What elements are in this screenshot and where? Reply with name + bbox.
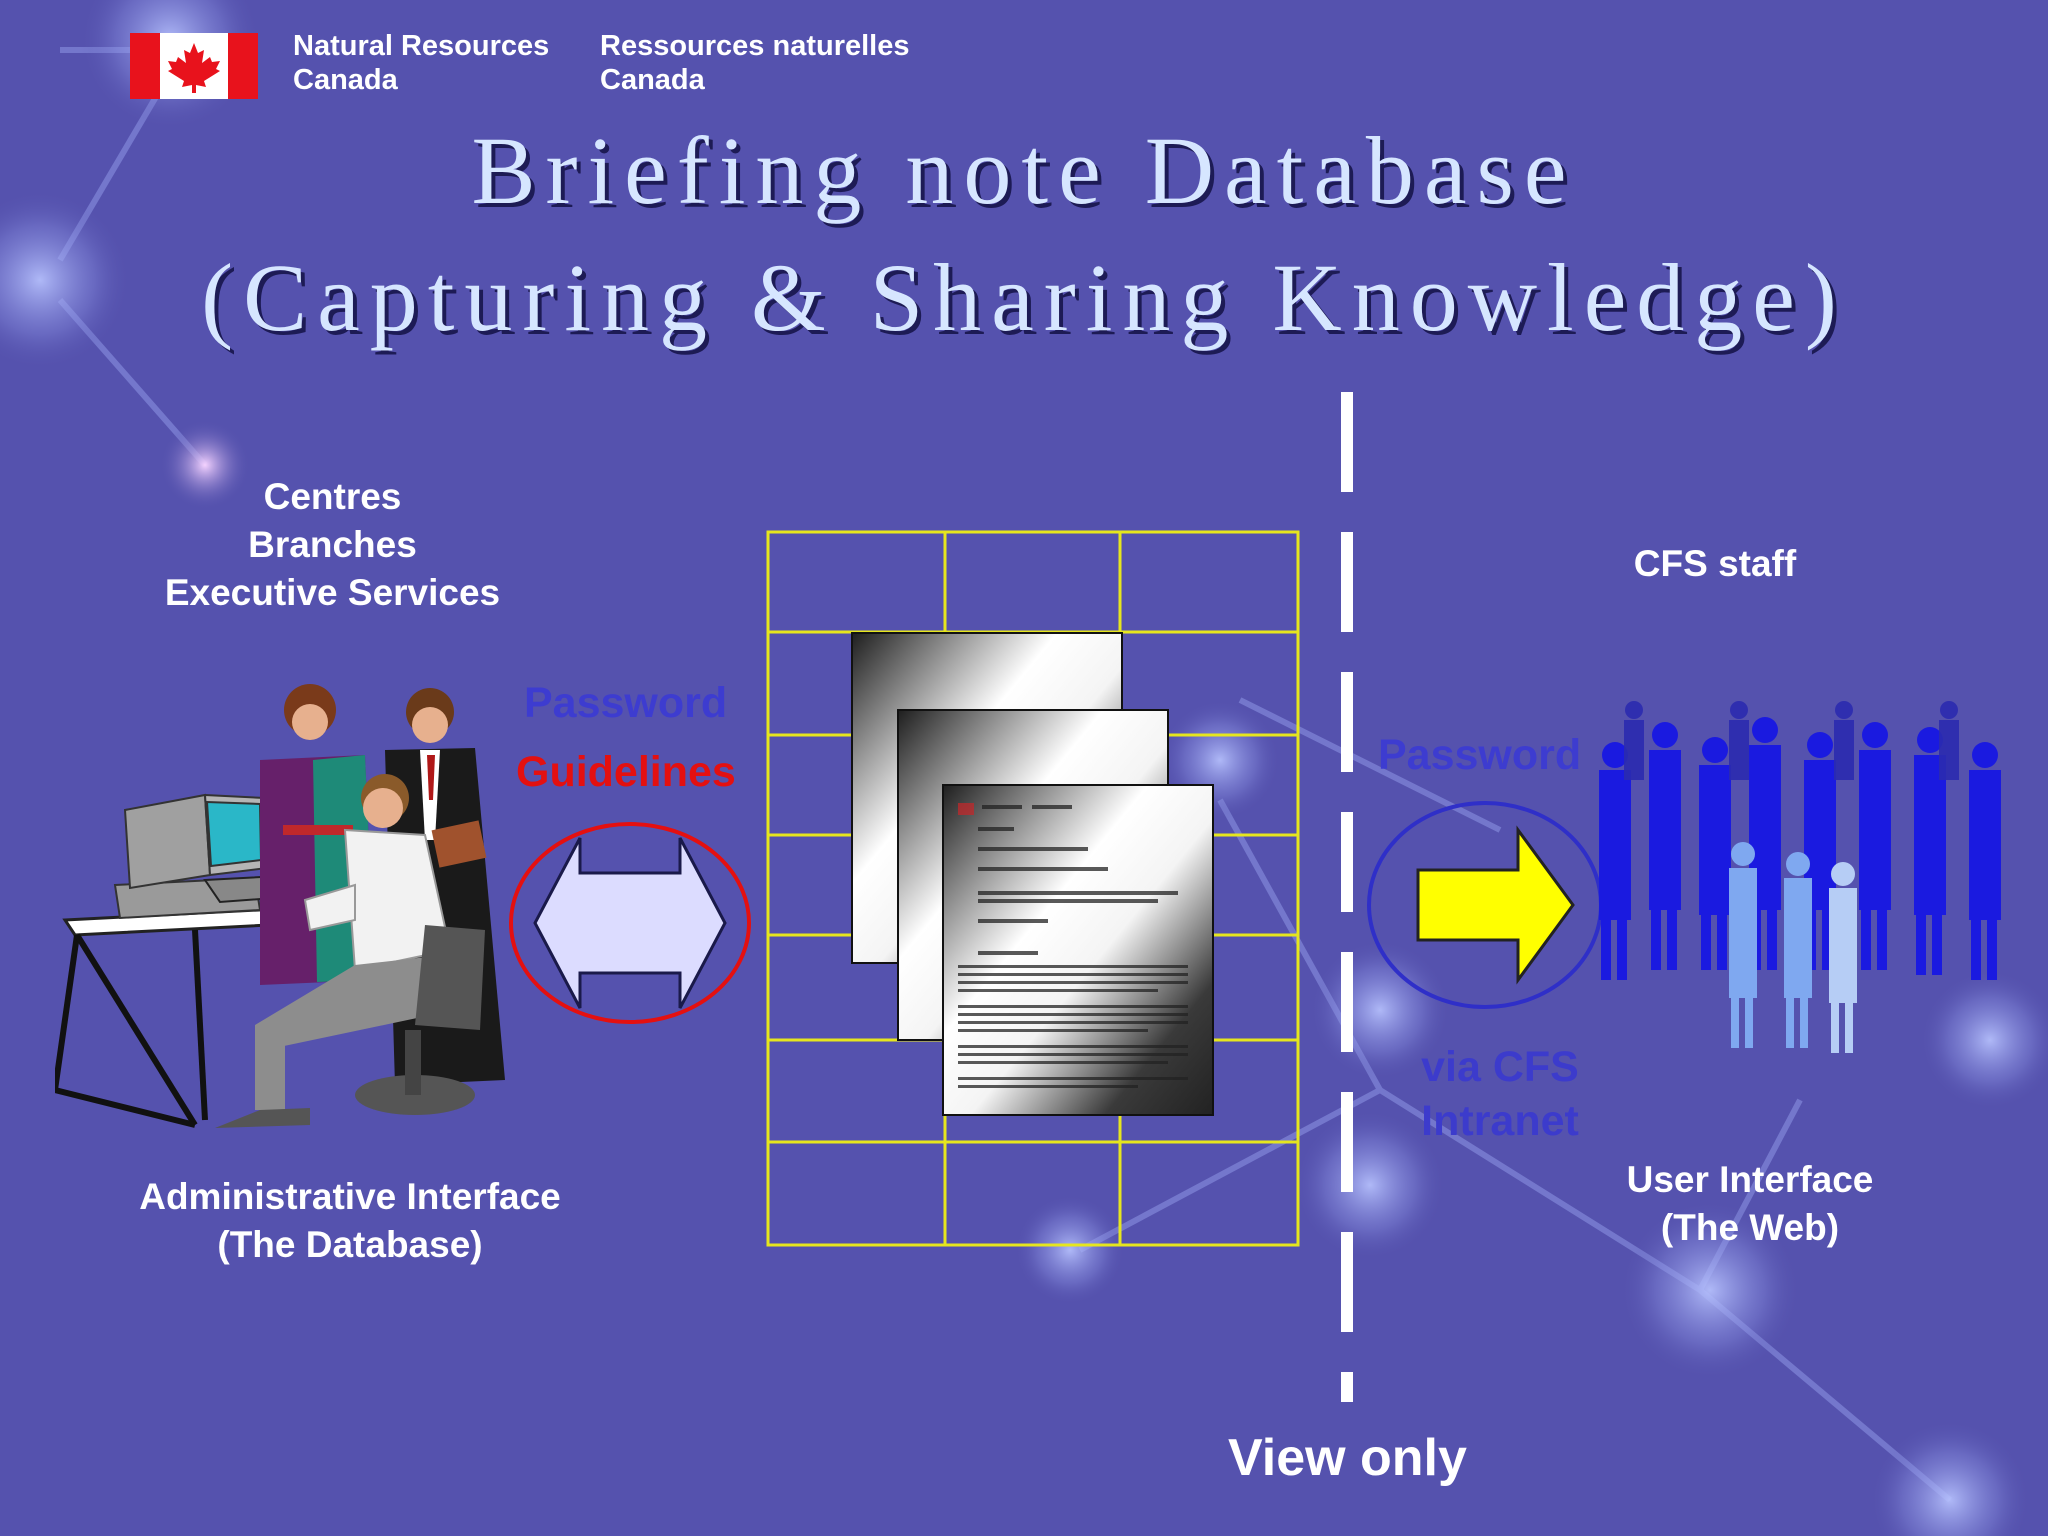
double-arrow-icon <box>533 837 727 1009</box>
user-interface-caption: User Interface (The Web) <box>1560 1156 1940 1252</box>
view-only-label: View only <box>1228 1429 1467 1487</box>
guidelines-label: Guidelines <box>516 748 736 796</box>
database-grid <box>766 530 1300 1247</box>
group-executive-services: Executive Services <box>164 572 501 613</box>
group-centres: Centres <box>263 476 402 517</box>
two-way-access-ring <box>509 822 751 1024</box>
org-name-french: Ressources naturelles Canada <box>600 29 909 97</box>
cfs-staff-label: CFS staff <box>1633 543 1797 584</box>
title-line2: (Capturing & Sharing Knowledge) <box>201 244 1847 351</box>
cfs-staff-crowd-illustration <box>1599 701 2001 1053</box>
via-cfs-label: via CFS <box>1421 1043 1579 1091</box>
admin-interface-caption: Administrative Interface (The Database) <box>110 1173 590 1269</box>
org-name-french-line2: Canada <box>600 64 705 96</box>
org-name-english: Natural Resources Canada <box>293 29 549 97</box>
administrative-interface-label: Administrative Interface <box>139 1176 561 1217</box>
intranet-note: via CFS Intranet <box>1370 1040 1630 1148</box>
web-password-label: Password <box>1378 731 1582 779</box>
admin-groups: Centres Branches Executive Services <box>120 473 545 617</box>
user-interface-label: User Interface <box>1626 1159 1874 1200</box>
org-name-english-line2: Canada <box>293 64 398 96</box>
group-branches: Branches <box>248 524 417 565</box>
one-way-access-ring <box>1367 801 1603 1009</box>
admin-password-label: Password <box>524 679 728 727</box>
the-database-label: (The Database) <box>217 1224 483 1265</box>
org-name-french-line1: Ressources naturelles <box>600 30 910 62</box>
title-line1: Briefing note Database <box>471 117 1577 224</box>
briefing-note-documents <box>851 632 1214 1116</box>
admin-workstation-illustration <box>55 684 505 1128</box>
view-only-divider <box>1341 392 1353 1402</box>
the-web-label: (The Web) <box>1660 1207 1840 1248</box>
canada-flag-icon <box>130 33 258 99</box>
arrow-right-icon <box>1416 825 1575 985</box>
intranet-label: Intranet <box>1421 1097 1579 1145</box>
org-name-english-line1: Natural Resources <box>293 30 550 62</box>
